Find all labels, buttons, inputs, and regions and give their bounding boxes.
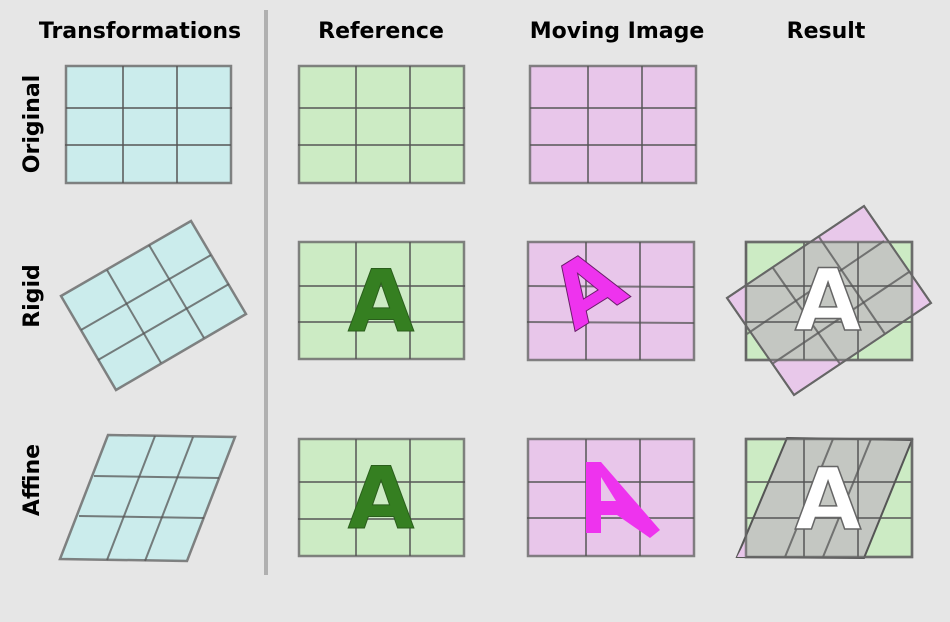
- header-transformations: Transformations: [39, 19, 241, 44]
- result-letter-a: A: [795, 251, 862, 351]
- header-reference: Reference: [318, 19, 444, 44]
- affine-reference-grid: A: [297, 437, 466, 558]
- result-letter-a: A: [795, 450, 862, 550]
- reference-letter-a: A: [348, 252, 415, 352]
- row-label-affine: Affine: [20, 444, 45, 516]
- reference-letter-a: A: [348, 449, 415, 549]
- rigid-transform-grid: [59, 219, 248, 392]
- affine-transform-grid: [58, 433, 237, 563]
- affine-moving-grid: [526, 437, 696, 558]
- row-label-original: Original: [20, 75, 45, 173]
- rigid-reference-grid: A: [297, 240, 466, 361]
- original-moving-grid: [528, 64, 698, 185]
- moving-letter-a-sheared: [586, 462, 660, 538]
- row-label-rigid: Rigid: [20, 264, 45, 328]
- original-reference-grid: [297, 64, 466, 185]
- header-moving-image: Moving Image: [530, 19, 705, 44]
- rigid-moving-grid: A: [526, 229, 696, 362]
- rigid-result-overlay: A: [725, 204, 933, 397]
- original-transform-grid: [64, 64, 233, 185]
- affine-result-overlay: A: [735, 436, 914, 560]
- header-result: Result: [787, 19, 866, 44]
